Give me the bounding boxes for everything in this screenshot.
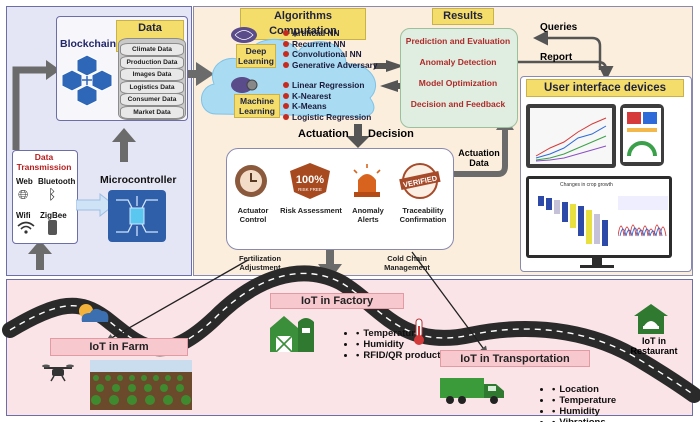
list-item: Temperature (552, 395, 616, 406)
cold-chain-label: Cold Chain Management (384, 254, 430, 272)
data-collection-item: Consumer Data (120, 93, 184, 106)
results-box (400, 28, 518, 128)
blockchain-icon (61, 54, 113, 107)
risk-badge-subtext: RISK FREE (298, 187, 322, 192)
bluetooth-label: Bluetooth (38, 177, 76, 186)
siren-icon (353, 164, 381, 197)
list-item: Humidity (552, 406, 616, 417)
wifi-label: Wifi (16, 211, 31, 220)
list-item: RFID/QR product tracking (356, 350, 480, 361)
ui-devices-title: User interface devices (526, 79, 684, 97)
crop-field-image (90, 360, 192, 410)
list-item: Linear Regression (283, 80, 371, 91)
decision-title: Decision (368, 128, 414, 140)
zigbee-label: ZigBee (40, 211, 67, 220)
drone-icon (42, 364, 74, 382)
microcontroller-label: Microcontroller (100, 174, 177, 186)
brain-gear-icon (231, 77, 258, 93)
truck-icon (440, 378, 504, 404)
result-item: Decision and Feedback (410, 99, 506, 109)
list-item: Humidity (356, 339, 480, 350)
tablet-screen (623, 108, 661, 162)
data-collection-item: Climate Data (120, 43, 184, 56)
list-item: Generative Adversary (283, 60, 377, 71)
result-item: Model Optimization (418, 78, 498, 88)
list-item: Location (552, 384, 616, 395)
risk-badge-icon: 100% RISK FREE (290, 163, 330, 199)
actuation-title: Actuation (298, 128, 349, 140)
globe-icon: 🌐︎ (18, 187, 29, 202)
factory-items: TemperatureHumidityRFID/QR product track… (316, 328, 480, 361)
report-label: Report (540, 52, 573, 63)
restaurant-icon (634, 304, 668, 334)
clock-icon (235, 165, 267, 197)
brain-network-icon (231, 27, 257, 43)
blockchain-label: Blockchain (60, 38, 117, 50)
list-item: Artificial NN (283, 28, 377, 39)
list-item: Vibrations (552, 417, 616, 422)
result-item: Anomaly Detection (419, 57, 497, 67)
line-chart-screen (530, 108, 612, 164)
list-item: Temperature (356, 328, 480, 339)
arrow-up-to-blockchain (12, 66, 48, 150)
actuation-label: Risk Assessment (280, 206, 342, 215)
actuation-label: Traceability Confirmation (399, 206, 447, 224)
iot-farm-label: IoT in Farm (50, 338, 188, 356)
zigbee-icon (48, 220, 57, 235)
list-item: Convolutional NN (283, 49, 377, 60)
thermometer-icon (414, 318, 424, 345)
verified-stamp-icon: VERIFIED (399, 163, 441, 199)
wifi-icon (17, 221, 35, 234)
list-item: K-Means (283, 101, 371, 112)
iot-restaurant-label: IoT in Restaurant (630, 336, 678, 356)
monitor-stand (592, 258, 602, 266)
web-label: Web (16, 177, 33, 186)
data-collection-item: Market Data (120, 105, 184, 119)
actuation-data-label: Actuation Data (458, 148, 500, 168)
list-item: Recurrent NN (283, 39, 377, 50)
barn-icon (270, 316, 314, 352)
bluetooth-icon: ᛒ (48, 186, 57, 202)
data-collection-item: Production Data (120, 55, 184, 69)
transport-items: LocationTemperatureHumidityVibrations (512, 384, 616, 422)
list-item: Logistic Regression (283, 112, 371, 123)
machine-learning-label: Machine Learning (234, 94, 280, 118)
data-collection-item: Images Data (120, 68, 184, 81)
iot-transport-label: IoT in Transportation (440, 350, 590, 367)
monitor-base (580, 265, 614, 268)
microcontroller-icon (108, 190, 166, 242)
dna-sequence-chart (618, 196, 668, 237)
transmission-arrow (76, 193, 115, 217)
actuation-label: Anomaly Alerts (352, 206, 384, 224)
actuation-label: Actuator Control (237, 206, 269, 224)
fertilization-label: Fertilization Adjustment (238, 254, 282, 272)
queries-label: Queries (540, 22, 578, 33)
chart-caption: Changes in crop growth (560, 182, 613, 188)
risk-badge-text: 100% (296, 174, 324, 186)
result-item: Prediction and Evaluation (405, 36, 511, 46)
list-item: K-Nearest (283, 91, 371, 102)
weather-icon (79, 304, 109, 322)
data-transmission-title: Data Transmission (16, 152, 72, 172)
waterfall-chart (538, 196, 608, 246)
deep-learning-label: Deep Learning (236, 44, 276, 68)
iot-factory-label: IoT in Factory (270, 293, 404, 309)
data-collection-item: Logistics Data (120, 80, 184, 94)
results-title: Results (432, 8, 494, 25)
